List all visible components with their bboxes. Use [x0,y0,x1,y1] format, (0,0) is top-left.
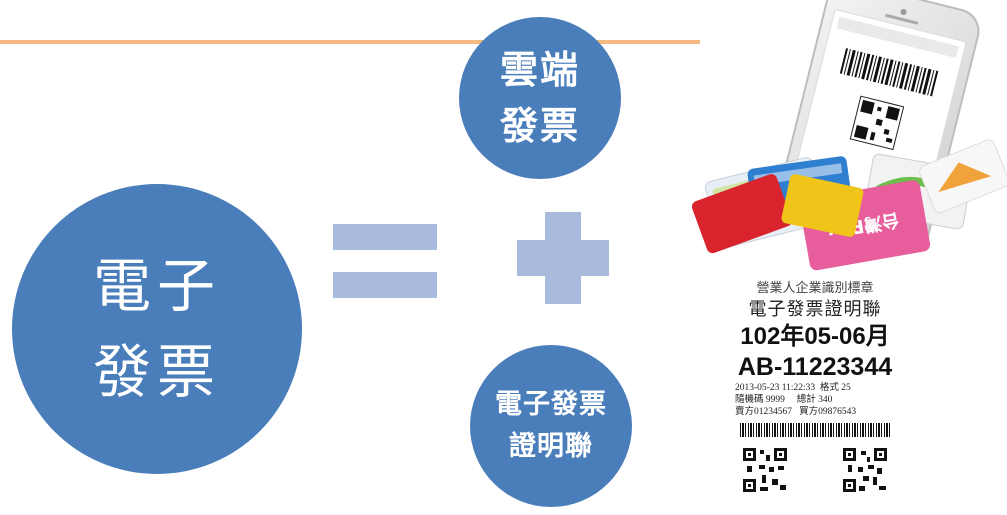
cloud-invoice-line1: 雲端 [499,48,580,92]
receipt-detail-line1: 2013-05-23 11:22:33 格式 25 [735,383,851,393]
equals-bar-top [333,224,437,250]
invoice-proof-circle: 電子發票 證明聯 [470,345,632,507]
cloud-invoice-line2: 發票 [499,104,580,148]
e-invoice-line2: 發票 [92,338,221,406]
receipt-detail-line2: 隨機碼 9999 總計 340 [735,395,833,405]
cloud-invoice-circle: 雲端 發票 [459,17,621,179]
invoice-proof-line2: 證明聯 [509,431,593,462]
phone-illustration: i5 台灣Pay [690,0,1007,275]
plus-bar-horizontal [517,240,609,276]
e-invoice-line1: 電子 [92,252,221,320]
qr-code-left-icon [742,447,788,493]
barcode-icon [837,45,942,100]
qr-code-icon [849,95,905,151]
invoice-proof-line1: 電子發票 [495,389,607,420]
invoice-receipt: 營業人企業識別標章 電子發票證明聯 102年05-06月 AB-11223344… [725,278,905,515]
receipt-barcode-icon [740,423,890,437]
receipt-period: 102年05-06月 [740,323,890,350]
receipt-qr-codes [742,447,888,493]
equals-bar-bottom [333,272,437,298]
receipt-invoice-number: AB-11223344 [737,353,893,381]
receipt-detail-line3: 賣方01234567 買方09876543 [735,407,857,417]
top-divider-line [0,40,700,44]
e-invoice-circle: 電子 發票 [12,184,302,474]
payment-cards-icon: i5 台灣Pay [691,139,1007,271]
receipt-title: 電子發票證明聯 [748,299,882,320]
receipt-company-logo-label: 營業人企業識別標章 [756,281,874,296]
qr-code-right-icon [842,447,888,493]
